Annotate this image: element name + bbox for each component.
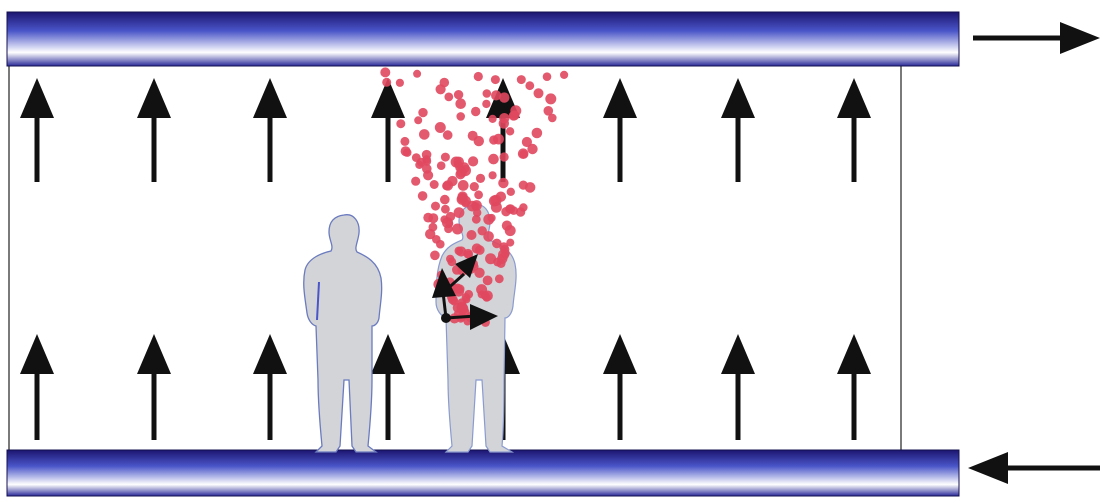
- aerosol-dot-icon: [483, 89, 492, 98]
- aerosol-dot-icon: [519, 203, 527, 211]
- aerosol-dot-icon: [418, 108, 427, 117]
- aerosol-dot-icon: [501, 249, 510, 258]
- aerosol-dot-icon: [471, 107, 480, 116]
- aerosol-dot-icon: [544, 106, 554, 116]
- aerosol-dot-icon: [483, 231, 494, 242]
- aerosol-dot-icon: [476, 174, 485, 183]
- aerosol-dot-icon: [429, 223, 438, 232]
- aerosol-dot-icon: [498, 178, 508, 188]
- aerosol-dot-icon: [483, 276, 493, 286]
- aerosol-dot-icon: [411, 177, 420, 186]
- aerosol-dot-icon: [428, 213, 438, 223]
- aerosol-dot-icon: [545, 93, 556, 104]
- aerosol-dot-icon: [506, 239, 514, 247]
- aerosol-dot-icon: [507, 188, 515, 196]
- aerosol-dot-icon: [380, 67, 390, 77]
- aerosol-dot-icon: [443, 130, 453, 140]
- aerosol-dot-icon: [436, 84, 446, 94]
- aerosol-dot-icon: [510, 110, 520, 120]
- aerosol-dot-icon: [458, 180, 469, 191]
- aerosol-dot-icon: [382, 78, 391, 87]
- aerosol-dot-icon: [443, 180, 453, 190]
- aerosol-dot-icon: [401, 146, 411, 156]
- aerosol-dot-icon: [430, 180, 439, 189]
- aerosol-dot-icon: [441, 205, 450, 214]
- aerosol-dot-icon: [452, 224, 463, 235]
- aerosol-dot-icon: [435, 122, 446, 133]
- aerosol-dot-icon: [502, 221, 512, 231]
- exhaust-duct: [7, 12, 959, 66]
- aerosol-dot-icon: [447, 257, 456, 266]
- aerosol-dot-icon: [488, 154, 499, 165]
- aerosol-dot-icon: [519, 181, 528, 190]
- aerosol-dot-icon: [400, 137, 409, 146]
- aerosol-dot-icon: [437, 161, 446, 170]
- aerosol-dot-icon: [474, 136, 484, 146]
- supply-flow-arrow: [968, 452, 1100, 484]
- aerosol-dot-icon: [482, 291, 493, 302]
- aerosol-dot-icon: [444, 93, 453, 102]
- aerosol-dot-icon: [418, 191, 428, 201]
- exhaust-flow-arrow: [973, 22, 1100, 54]
- aerosol-dot-icon: [441, 153, 450, 162]
- aerosol-dot-icon: [450, 297, 458, 305]
- aerosol-dot-icon: [534, 88, 544, 98]
- aerosol-dot-icon: [474, 190, 483, 199]
- aerosol-dot-icon: [467, 230, 477, 240]
- aerosol-dot-icon: [482, 100, 490, 108]
- aerosol-dot-icon: [455, 164, 463, 172]
- aerosol-dot-icon: [470, 182, 479, 191]
- aerosol-dot-icon: [560, 71, 568, 79]
- aerosol-dot-icon: [493, 134, 504, 145]
- aerosol-dot-icon: [431, 202, 440, 211]
- aerosol-dot-icon: [471, 202, 479, 210]
- aerosol-dot-icon: [445, 220, 453, 228]
- aerosol-dot-icon: [474, 72, 483, 81]
- aerosol-dot-icon: [413, 70, 421, 78]
- aerosol-dot-icon: [519, 150, 527, 158]
- aerosol-dot-icon: [488, 214, 496, 222]
- aerosol-dot-icon: [499, 92, 509, 102]
- aerosol-dot-icon: [532, 128, 543, 139]
- aerosol-dot-icon: [436, 240, 445, 249]
- aerosol-dot-icon: [414, 116, 422, 124]
- aerosol-dot-icon: [475, 245, 485, 255]
- aerosol-dot-icon: [455, 98, 466, 109]
- aerosol-dot-icon: [419, 129, 430, 140]
- aerosol-dot-icon: [430, 251, 440, 261]
- aerosol-dot-icon: [457, 194, 468, 205]
- aerosol-dot-icon: [485, 253, 496, 264]
- aerosol-dot-icon: [499, 113, 509, 123]
- aerosol-dot-icon: [468, 156, 478, 166]
- aerosol-dot-icon: [462, 295, 470, 303]
- aerosol-dot-icon: [423, 157, 432, 166]
- aerosol-dot-icon: [396, 119, 405, 128]
- aerosol-dot-icon: [495, 274, 504, 283]
- aerosol-dot-icon: [492, 239, 502, 249]
- aerosol-dot-icon: [525, 81, 534, 90]
- aerosol-dot-icon: [491, 75, 500, 84]
- aerosol-dot-icon: [489, 171, 497, 179]
- aerosol-dot-icon: [454, 207, 465, 218]
- aerosol-dot-icon: [517, 75, 526, 84]
- aerosol-dot-icon: [543, 72, 552, 81]
- aerosol-dot-icon: [509, 206, 518, 215]
- aerosol-dot-icon: [506, 127, 514, 135]
- aerosol-dot-icon: [440, 195, 450, 205]
- aerosol-dot-icon: [489, 115, 497, 123]
- supply-duct: [7, 450, 959, 496]
- aerosol-dot-icon: [396, 79, 404, 87]
- aerosol-dot-icon: [456, 112, 465, 121]
- aerosol-dot-icon: [527, 144, 537, 154]
- aerosol-dot-icon: [454, 90, 463, 99]
- aerosol-dot-icon: [500, 152, 509, 161]
- aerosol-dot-icon: [490, 195, 501, 206]
